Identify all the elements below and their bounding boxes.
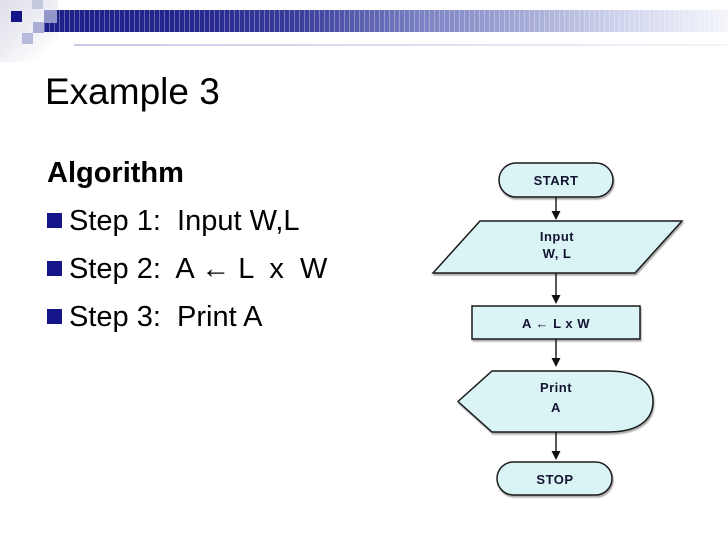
step-text: Step 2: A ← L x W <box>69 253 328 285</box>
list-item: Step 2: A ← L x W <box>47 251 327 287</box>
flowchart-display-shape <box>456 370 654 433</box>
flowchart-process-label: A ← L x W <box>522 316 590 331</box>
deco-square-low <box>22 33 33 44</box>
body-heading: Algorithm <box>47 157 184 189</box>
arrowhead-icon <box>551 451 561 460</box>
step-text: Step 1: Input W,L <box>69 205 300 237</box>
deco-square-navy <box>11 11 22 22</box>
bullet-square-icon <box>47 309 62 324</box>
arrowhead-icon <box>551 211 561 220</box>
bullet-square-icon <box>47 213 62 228</box>
step-text: Step 3: Print A <box>69 301 263 333</box>
accent-line <box>74 44 728 46</box>
flowchart-start-label: START <box>534 173 579 188</box>
flowchart-process-rectangle <box>471 305 641 340</box>
bullet-square-icon <box>47 261 62 276</box>
deco-square-top <box>32 0 43 9</box>
slide-title: Example 3 <box>45 71 220 112</box>
flowchart-print-label-line1: Print <box>540 380 572 395</box>
list-item: Step 3: Print A <box>47 299 262 335</box>
arrowhead-icon <box>551 358 561 367</box>
flowchart-print-label-line2: A <box>551 400 561 415</box>
deco-square-banner <box>44 10 57 23</box>
flowchart-input-label-line2: W, L <box>543 246 572 261</box>
flowchart: START Input W, L A ← L x W Print A STOP <box>431 162 684 496</box>
striped-banner <box>44 10 728 32</box>
arrowhead-icon <box>551 295 561 304</box>
list-item: Step 1: Input W,L <box>47 203 300 239</box>
flowchart-input-parallelogram <box>431 220 684 274</box>
flowchart-stop-terminator <box>496 461 613 496</box>
flowchart-input-label-line1: Input <box>540 229 574 244</box>
flowchart-stop-label: STOP <box>536 472 573 487</box>
deco-square-mid <box>33 22 44 33</box>
